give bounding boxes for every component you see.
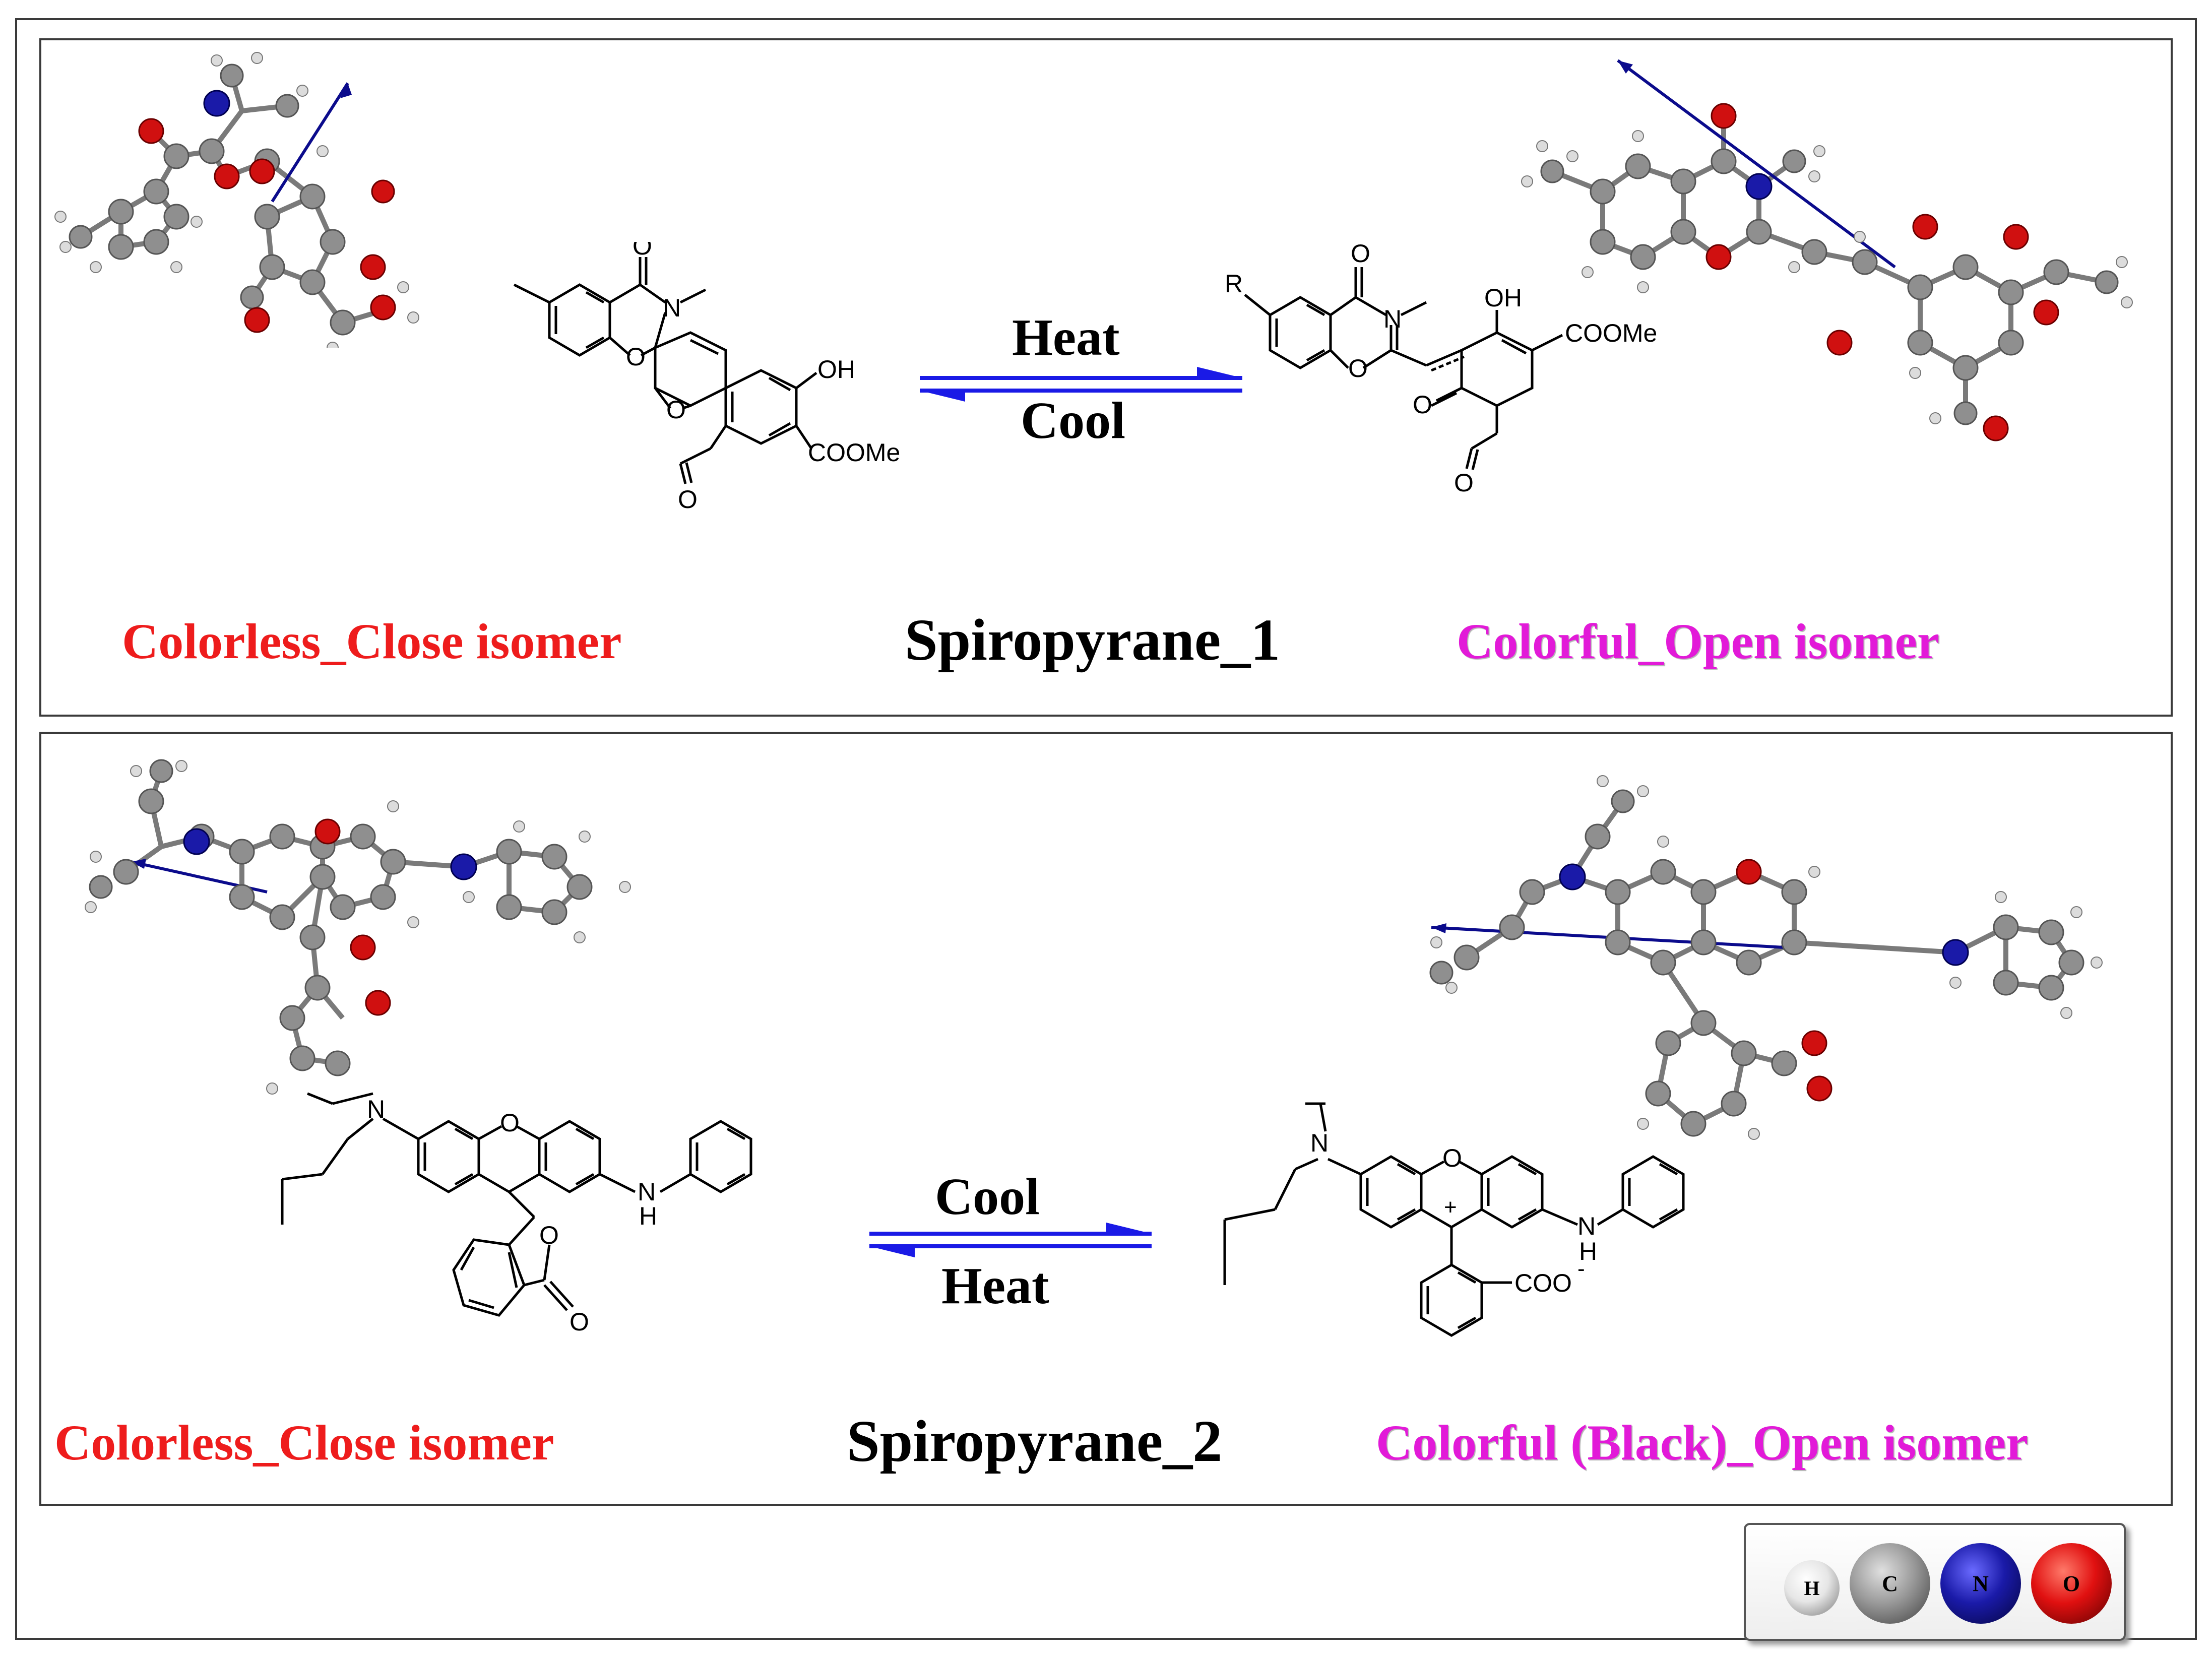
open1-atom-o-quinone: O: [1413, 391, 1432, 419]
open2-atom-n: N: [1310, 1129, 1329, 1157]
structure-open-isomer-2: N O + N H COO -: [1223, 1102, 1685, 1337]
figure-frame: [15, 18, 2197, 1640]
condition-cool-1: Cool: [1021, 392, 1125, 450]
open2-atom-coo: COO: [1514, 1269, 1572, 1297]
legend-label-c: C: [1882, 1571, 1898, 1596]
legend-label-o: O: [2062, 1571, 2080, 1596]
close2-atom-o-xanthene: O: [500, 1109, 520, 1137]
legend-label-h: H: [1804, 1576, 1820, 1600]
open2-atom-nh-h: H: [1579, 1237, 1597, 1265]
equilibrium-arrow-2: [869, 1223, 1152, 1257]
open2-atom-plus: +: [1444, 1195, 1457, 1220]
label-close-isomer-1: Colorless_Close isomer: [122, 613, 622, 669]
close1-atom-n: N: [663, 294, 681, 322]
legend-hydrogen-atom: H: [1784, 1560, 1840, 1616]
label-open-isomer-1: Colorful_Open isomer: [1457, 613, 1940, 669]
close1-atom-oh: OH: [817, 355, 855, 384]
open1-atom-o-ketone: O: [1351, 239, 1370, 268]
close2-atom-o-carbonyl: O: [570, 1308, 589, 1336]
title-spiropyrane-1: Spiropyrane_1: [905, 607, 1281, 673]
condition-heat-1: Heat: [1012, 308, 1120, 366]
close1-atom-o-ring1: O: [626, 343, 646, 371]
legend-label-n: N: [1973, 1571, 1989, 1596]
close1-atom-o-ketone: O: [633, 242, 652, 260]
open2-atom-nh-n: N: [1577, 1212, 1596, 1240]
atom-legend: H C N O: [1744, 1523, 2126, 1641]
model-3d-close-isomer-1: [54, 52, 419, 348]
condition-cool-2: Cool: [935, 1168, 1040, 1226]
open1-atom-o-ring: O: [1348, 354, 1368, 382]
title-spiropyrane-2: Spiropyrane_2: [847, 1408, 1223, 1474]
model-3d-close-isomer-2: [85, 759, 631, 1095]
model-3d-open-isomer-2: [1429, 775, 2103, 1140]
structure-close-isomer-2: N O N H O O: [281, 1092, 752, 1336]
open1-atom-n: N: [1383, 305, 1402, 333]
model-3d-open-isomer-1: [1521, 59, 2133, 441]
open2-atom-minus: -: [1577, 1256, 1585, 1281]
close1-atom-o-ring2: O: [666, 396, 686, 424]
legend-carbon-atom: C: [1850, 1543, 1930, 1624]
legend-nitrogen-atom: N: [1940, 1543, 2021, 1624]
open1-atom-oh: OH: [1484, 284, 1522, 312]
equilibrium-arrow-1: [920, 367, 1242, 402]
label-open-isomer-2: Colorful (Black)_Open isomer: [1376, 1415, 2029, 1471]
open1-atom-coome: COOMe: [1565, 319, 1657, 347]
open2-atom-o-xanthene: O: [1442, 1144, 1462, 1172]
close2-atom-o-lactone: O: [539, 1221, 559, 1249]
open1-atom-r: R: [1225, 270, 1243, 298]
close2-atom-nh-h: H: [639, 1202, 657, 1230]
label-close-isomer-2: Colorless_Close isomer: [54, 1415, 554, 1471]
close1-atom-o-ald: O: [678, 485, 698, 514]
condition-heat-2: Heat: [941, 1257, 1049, 1315]
close2-atom-nh-n: N: [638, 1178, 656, 1206]
close2-atom-n: N: [367, 1095, 385, 1123]
structure-open-isomer-1: R O N O OH COOMe O O: [1225, 239, 1657, 497]
close1-atom-coome: COOMe: [808, 438, 900, 467]
structure-close-isomer-1: O N O O OH COOMe O: [513, 242, 900, 514]
open1-atom-o-ald: O: [1454, 469, 1474, 497]
legend-oxygen-atom: O: [2031, 1543, 2112, 1624]
